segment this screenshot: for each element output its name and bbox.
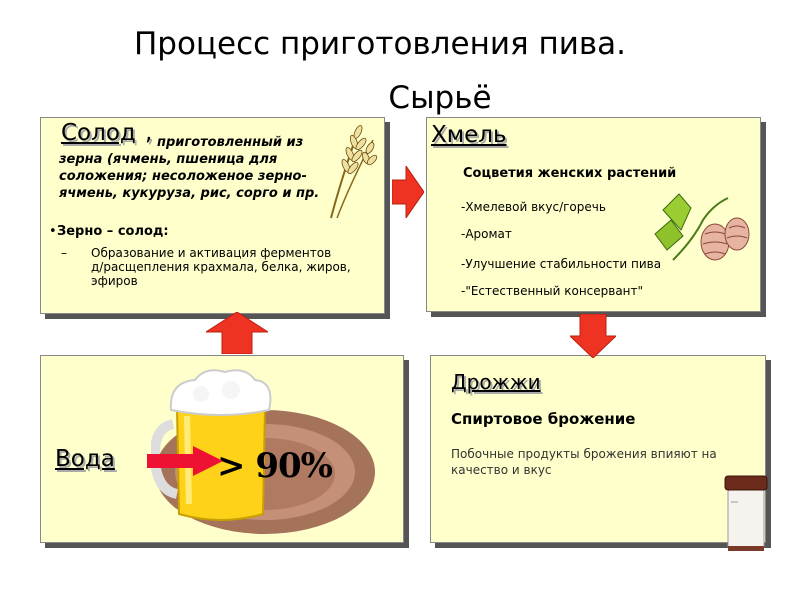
page-title: Процесс приготовления пива. (133, 26, 627, 62)
page-subtitle: Сырьё (388, 80, 492, 116)
bullet-dot: • (49, 224, 57, 239)
yeast-note-line1: Побочные продукты брожения впияют на (451, 447, 717, 461)
yeast-box: Дрожжи Спиртовое брожение Побочные проду… (430, 355, 766, 543)
malt-sub-line3: эфиров (91, 274, 138, 288)
arrow-right-icon (392, 166, 424, 218)
yeast-jar-icon (724, 475, 768, 551)
arrow-right-icon (147, 446, 223, 476)
yeast-note-line2: качество и вкус (451, 463, 552, 477)
hops-box: Хмель Соцветия женских растений -Хмелево… (426, 117, 761, 312)
water-box: > 90% Вода (40, 355, 404, 543)
hops-item: -"Естественный консервант" (461, 284, 644, 298)
hops-item: -Хмелевой вкус/горечь (461, 200, 606, 214)
malt-desc-line4: ячмень, кукуруза, рис, сорго и пр. (59, 186, 320, 201)
hop-plant-icon (654, 193, 750, 261)
malt-box: Солод , приготовленный из зерна (ячмень,… (40, 117, 385, 314)
hops-subtitle: Соцветия женских растений (463, 166, 677, 181)
malt-desc-line3: соложения; несоложеное зерно- (59, 169, 307, 184)
malt-sub-line1: Образование и активация ферментов (91, 246, 332, 260)
malt-desc-line2: зерна (ячмень, пшеница для (59, 152, 278, 167)
malt-dash: – (61, 246, 67, 260)
hops-item: -Улучшение стабильности пива (461, 257, 662, 271)
water-percent: > 90% (217, 446, 333, 486)
wheat-icon (330, 125, 378, 219)
hops-heading: Хмель (431, 122, 507, 148)
hops-item: -Аромат (461, 227, 512, 241)
beer-mug-icon (151, 369, 272, 521)
water-heading: Вода (55, 446, 115, 472)
arrow-down-icon (570, 314, 616, 358)
malt-comma: , (145, 120, 153, 146)
yeast-subtitle: Спиртовое брожение (451, 410, 636, 428)
malt-heading: Солод (61, 120, 136, 146)
malt-bullet: Зерно – солод: (57, 224, 169, 239)
yeast-heading: Дрожжи (451, 370, 541, 394)
arrow-up-icon (206, 312, 268, 354)
malt-sub-line2: д/расщепления крахмала, белка, жиров, (91, 260, 351, 274)
malt-desc-line1: приготовленный из (157, 135, 304, 150)
